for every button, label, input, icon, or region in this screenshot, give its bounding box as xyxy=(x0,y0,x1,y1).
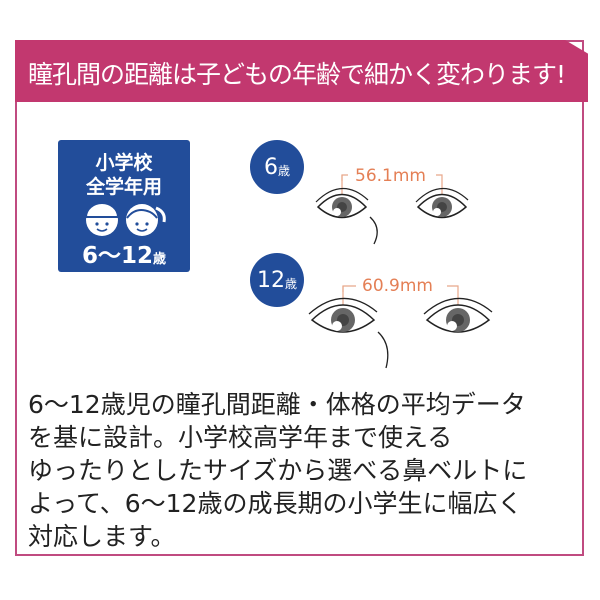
badge-age-range: 6〜12歳 xyxy=(58,236,190,270)
header-title: 瞳孔間の距離は子どもの年齢で細かく変わります! xyxy=(28,60,566,89)
age-6-value: 6 xyxy=(263,154,278,180)
badge-line1: 小学校 xyxy=(95,152,153,174)
badge-age-value: 6〜12 xyxy=(81,243,153,269)
badge-line2: 全学年用 xyxy=(85,176,162,198)
eye-6-right-icon xyxy=(415,187,469,219)
target-badge: 小学校 全学年用 6〜12歳 xyxy=(58,140,190,272)
eye-12-left-icon xyxy=(308,297,378,333)
badge-age-unit: 歳 xyxy=(153,252,167,267)
description-line: を基に設計。小学校高学年まで使える xyxy=(28,423,453,452)
eye-12-right-icon xyxy=(423,297,493,333)
description-line: 6〜12歳児の瞳孔間距離・体格の平均データ xyxy=(28,390,526,419)
description-line: ゆったりとしたサイズから選べる鼻ベルトに xyxy=(28,456,528,485)
age-12-value: 12 xyxy=(256,267,285,293)
header-band xyxy=(15,40,588,102)
distance-6: 56.1mm xyxy=(355,166,426,186)
children-faces-icon xyxy=(84,202,166,236)
age-12-unit: 歳 xyxy=(284,276,297,291)
nose-12-icon xyxy=(377,331,389,369)
age-6-unit: 歳 xyxy=(277,163,290,178)
description-line: 対応します。 xyxy=(28,522,176,551)
description: 6〜12歳児の瞳孔間距離・体格の平均データ を基に設計。小学校高学年まで使える … xyxy=(28,388,527,553)
eye-6-left-icon xyxy=(315,187,369,219)
distance-12: 60.9mm xyxy=(362,276,433,296)
nose-6-icon xyxy=(369,216,378,245)
description-line: よって、6〜12歳の成長期の小学生に幅広く xyxy=(28,489,523,518)
